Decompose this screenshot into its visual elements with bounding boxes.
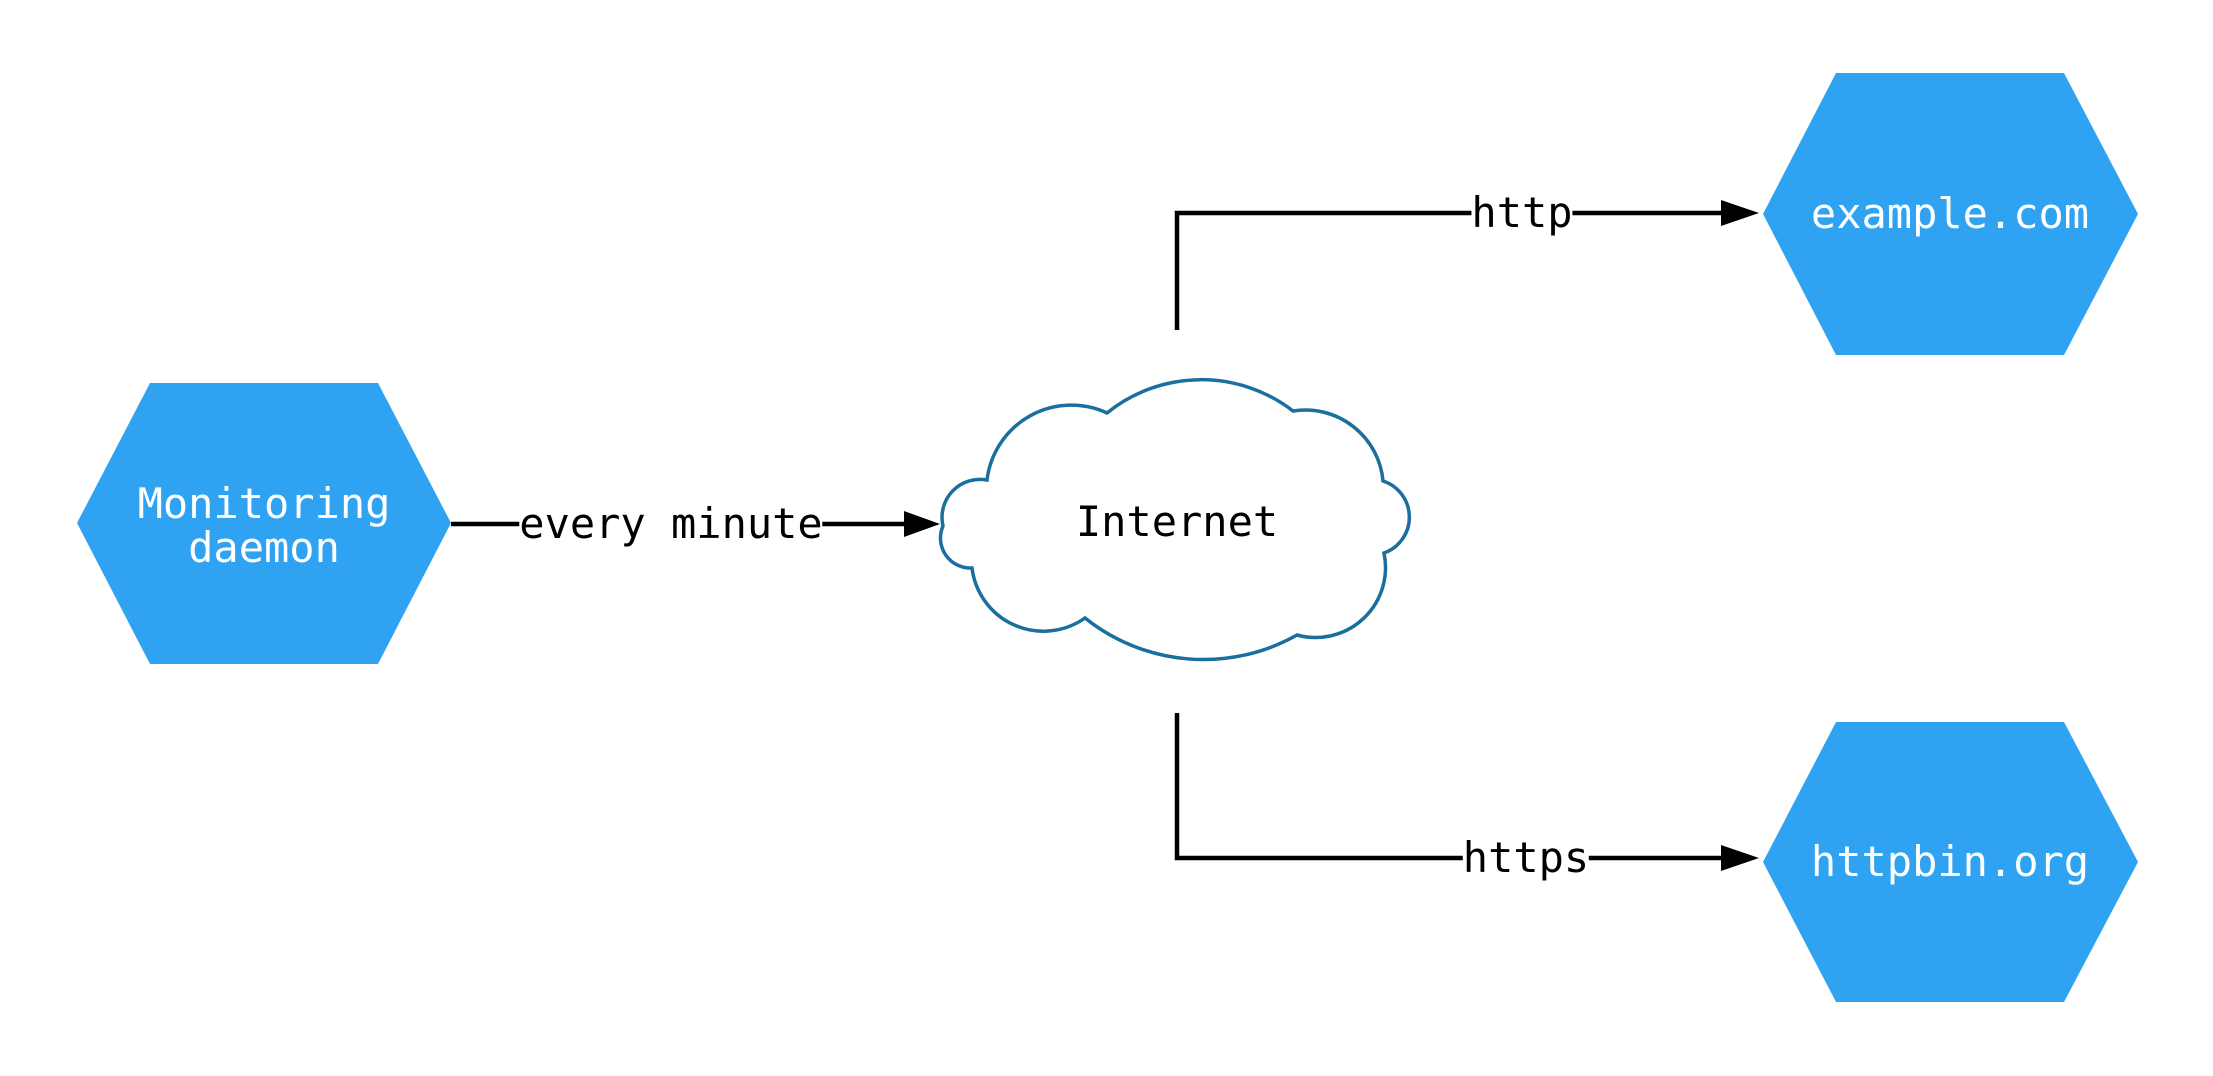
node-httpbin-org-hexagon [1763,722,2138,1002]
internet-label: Internet [1075,496,1279,546]
http-edge-label: http [1471,187,1573,238]
example-com-label: example.com [1810,188,2090,238]
httpbin-org-label: httpbin.org [1810,836,2090,886]
node-internet-cloud [938,377,1412,662]
monitoring-daemon-label: Monitoring daemon [137,478,391,572]
arrowhead-into-example-com [1721,200,1759,226]
edge-https-line [1174,713,1721,861]
https-edge-label: https [1462,832,1590,883]
arrowhead-into-internet [904,511,940,537]
every-minute-edge-label: every minute [519,498,823,549]
arrowhead-into-httpbin-org [1721,845,1759,871]
node-example-com-hexagon [1763,73,2138,355]
node-monitoring-daemon-hexagon [77,383,451,664]
edge-http-line [1174,210,1721,330]
